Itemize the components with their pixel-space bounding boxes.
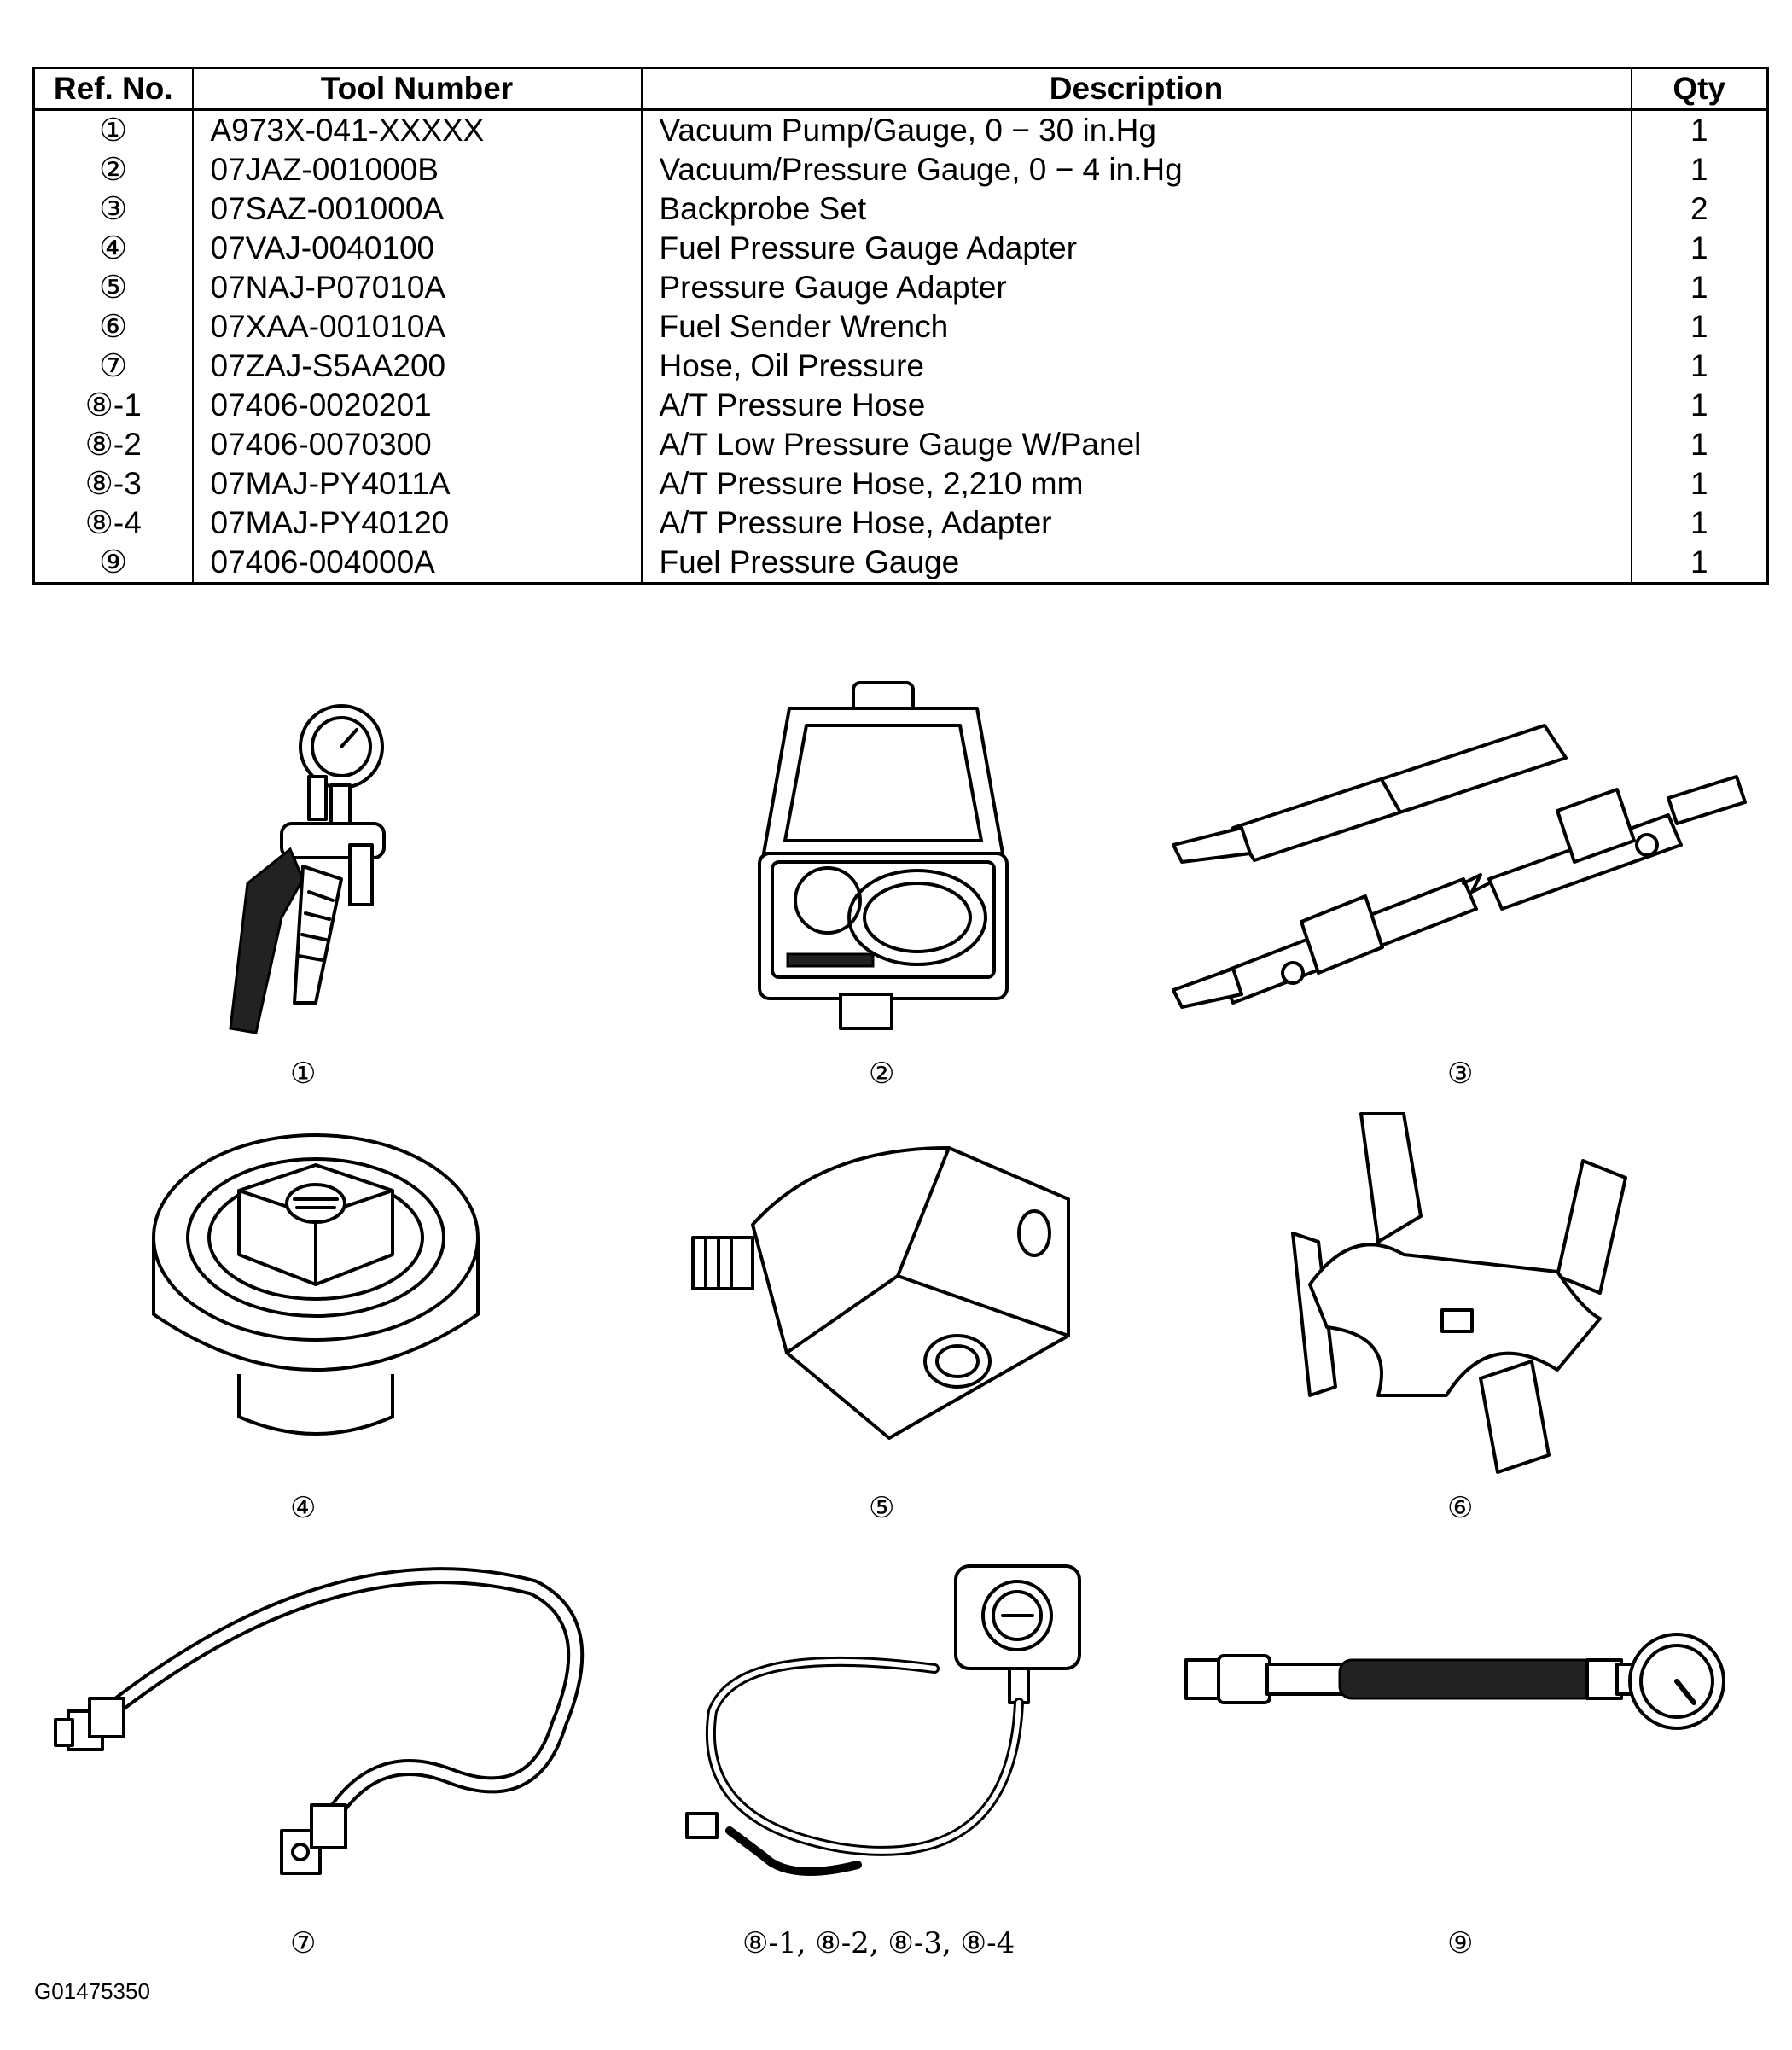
tool-number-cell: 07406-0070300 bbox=[191, 425, 643, 464]
ref-no-cell: ② bbox=[32, 150, 194, 189]
tool-number-cell: 07NAJ-P07010A bbox=[191, 268, 643, 307]
figure-caption-6: ⑥ bbox=[1447, 1491, 1474, 1525]
qty-cell: 1 bbox=[1630, 386, 1769, 425]
ref-no-cell: ④ bbox=[32, 229, 194, 268]
qty-cell: 1 bbox=[1630, 464, 1769, 504]
pressure-gauge-adapter-icon bbox=[691, 1146, 1070, 1455]
fuel-sender-wrench-icon bbox=[1276, 1112, 1651, 1474]
figure-caption-8: ⑧-1, ⑧-2, ⑧-3, ⑧-4 bbox=[742, 1926, 1015, 1960]
ref-no-cell: ⑨ bbox=[32, 543, 194, 584]
figure-caption-7: ⑦ bbox=[290, 1926, 317, 1960]
fuel-gauge-adapter-icon bbox=[152, 1109, 480, 1451]
qty-cell: 1 bbox=[1630, 425, 1769, 464]
table-header-row: Ref. No. Tool Number Description Qty bbox=[32, 67, 1769, 111]
qty-cell: 1 bbox=[1630, 109, 1769, 150]
vacuum-pump-gauge-icon bbox=[213, 696, 410, 1054]
ref-no-cell: ⑦ bbox=[32, 347, 194, 386]
header-ref-no: Ref. No. bbox=[32, 67, 194, 111]
ref-no-cell: ⑥ bbox=[32, 307, 194, 347]
description-cell: A/T Pressure Hose, 2,210 mm bbox=[640, 464, 1632, 504]
tool-number-cell: 07MAJ-PY40120 bbox=[191, 504, 643, 543]
description-cell: A/T Pressure Hose bbox=[640, 386, 1632, 425]
ref-no-cell: ⑧-2 bbox=[32, 425, 194, 464]
tool-number-cell: A973X-041-XXXXX bbox=[191, 109, 643, 150]
description-cell: Fuel Pressure Gauge bbox=[640, 543, 1632, 584]
ref-no-cell: ⑧-1 bbox=[32, 386, 194, 425]
qty-cell: 1 bbox=[1630, 543, 1769, 584]
figure-caption-3: ③ bbox=[1447, 1057, 1474, 1091]
tool-number-cell: 07VAJ-0040100 bbox=[191, 229, 643, 268]
qty-cell: 1 bbox=[1630, 307, 1769, 347]
figure-caption-2: ② bbox=[869, 1057, 895, 1091]
fuel-pressure-gauge-icon bbox=[1184, 1609, 1725, 1762]
ref-no-cell: ⑧-4 bbox=[32, 504, 194, 543]
qty-cell: 1 bbox=[1630, 347, 1769, 386]
tool-number-cell: 07SAZ-001000A bbox=[191, 189, 643, 229]
qty-cell: 2 bbox=[1630, 189, 1769, 229]
tool-number-cell: 07406-004000A bbox=[191, 543, 643, 584]
header-description: Description bbox=[640, 67, 1632, 111]
ref-no-cell: ⑤ bbox=[32, 268, 194, 307]
qty-cell: 1 bbox=[1630, 268, 1769, 307]
tool-number-cell: 07MAJ-PY4011A bbox=[191, 464, 643, 504]
description-cell: Vacuum Pump/Gauge, 0 − 30 in.Hg bbox=[640, 109, 1632, 150]
header-tool-number: Tool Number bbox=[191, 67, 643, 111]
oil-pressure-hose-icon bbox=[54, 1553, 585, 1895]
description-cell: Vacuum/Pressure Gauge, 0 − 4 in.Hg bbox=[640, 150, 1632, 189]
figure-caption-1: ① bbox=[290, 1057, 317, 1091]
at-pressure-gauge-panel-icon bbox=[685, 1564, 1105, 1907]
header-qty: Qty bbox=[1630, 67, 1769, 111]
description-cell: Fuel Pressure Gauge Adapter bbox=[640, 229, 1632, 268]
qty-cell: 1 bbox=[1630, 504, 1769, 543]
ref-no-cell: ⑧-3 bbox=[32, 464, 194, 504]
figure-caption-9: ⑨ bbox=[1447, 1926, 1474, 1960]
description-cell: Fuel Sender Wrench bbox=[640, 307, 1632, 347]
gauge-case-icon bbox=[755, 681, 1011, 1041]
tool-number-cell: 07XAA-001010A bbox=[191, 307, 643, 347]
tool-number-cell: 07ZAJ-S5AA200 bbox=[191, 347, 643, 386]
description-cell: A/T Pressure Hose, Adapter bbox=[640, 504, 1632, 543]
figure-caption-5: ⑤ bbox=[869, 1491, 895, 1525]
tool-number-cell: 07JAZ-001000B bbox=[191, 150, 643, 189]
description-cell: Pressure Gauge Adapter bbox=[640, 268, 1632, 307]
figure-id: G01475350 bbox=[34, 1978, 150, 2004]
description-cell: A/T Low Pressure Gauge W/Panel bbox=[640, 425, 1632, 464]
qty-cell: 1 bbox=[1630, 150, 1769, 189]
figure-caption-4: ④ bbox=[290, 1491, 317, 1525]
description-cell: Backprobe Set bbox=[640, 189, 1632, 229]
ref-no-cell: ③ bbox=[32, 189, 194, 229]
backprobe-set-icon bbox=[1172, 717, 1754, 1009]
ref-no-cell: ① bbox=[32, 109, 194, 150]
tool-number-cell: 07406-0020201 bbox=[191, 386, 643, 425]
qty-cell: 1 bbox=[1630, 229, 1769, 268]
description-cell: Hose, Oil Pressure bbox=[640, 347, 1632, 386]
